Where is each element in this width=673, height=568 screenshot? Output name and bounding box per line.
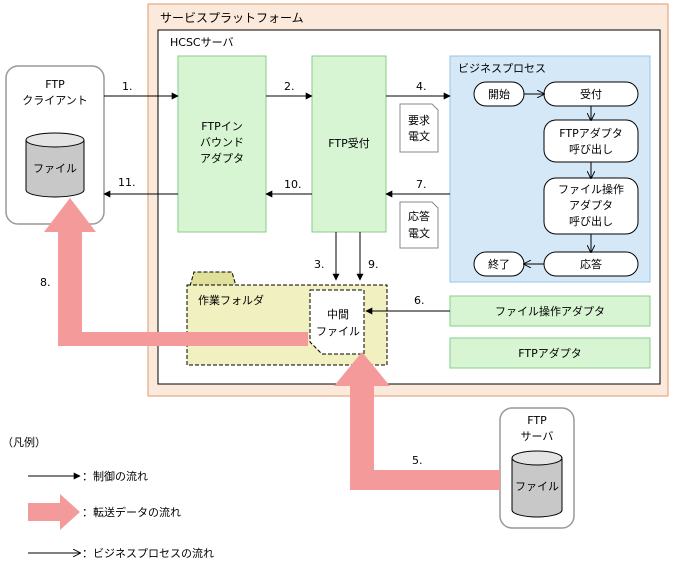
- bp-start-label: 開始: [488, 87, 510, 101]
- legend-title: （凡例）: [2, 435, 46, 449]
- request-document-line1: 要求: [408, 114, 430, 127]
- flow-4-label: 4.: [416, 80, 427, 93]
- ftp-inbound-adapter-line2: バウンド: [200, 136, 244, 149]
- request-document-icon: [399, 103, 439, 153]
- ftp-adapter-box: [449, 337, 651, 369]
- transfer-flow-5-arrow: [334, 352, 500, 490]
- ftp-reception-label: FTP受付: [328, 137, 370, 150]
- legend-transfer-label: ：転送データの流れ: [82, 505, 181, 519]
- ftp-inbound-adapter-line1: FTPイン: [201, 120, 243, 133]
- flow-11-label: 11.: [118, 176, 136, 189]
- ftp-server-line2: サーバ: [521, 430, 554, 443]
- ftp-client-line1: FTP: [45, 78, 65, 91]
- intermediate-file-line2: ファイル: [316, 325, 360, 338]
- flow-7-label: 7.: [416, 178, 427, 191]
- bp-file-op-call-line3: 呼び出し: [569, 214, 613, 228]
- work-folder-tab: [189, 271, 237, 287]
- ftp-inbound-adapter-line3: アダプタ: [200, 151, 244, 165]
- ftp-server-line1: FTP: [527, 414, 547, 427]
- flow-3-label: 3.: [314, 258, 325, 271]
- intermediate-file-line1: 中間: [327, 308, 349, 321]
- bp-ftp-call-line2: 呼び出し: [569, 142, 613, 156]
- bp-receive-label: 受付: [580, 88, 602, 101]
- transfer-flow-8-label: 8.: [40, 276, 51, 289]
- work-folder-title: 作業フォルダ: [198, 293, 264, 307]
- legend-process-label: ：ビジネスプロセスの流れ: [82, 546, 214, 560]
- bp-file-op-call-line1: ファイル操作: [558, 182, 624, 196]
- service-platform-title: サービスプラットフォーム: [160, 11, 304, 25]
- bp-end-label: 終了: [488, 257, 510, 271]
- ftp-server-file-label: ファイル: [515, 480, 559, 493]
- hcsc-server-title: HCSCサーバ: [170, 36, 234, 49]
- bp-file-op-call-line2: アダプタ: [569, 198, 613, 212]
- response-document-line2: 電文: [408, 226, 430, 240]
- legend-control-label: ：制御の流れ: [82, 469, 148, 483]
- file-operation-adapter-box: [449, 295, 651, 327]
- ftp-reception-box: [311, 55, 387, 233]
- response-document-icon: [399, 201, 439, 249]
- ftp-client-file-label: ファイル: [33, 162, 77, 175]
- response-document-line1: 応答: [408, 209, 430, 223]
- transfer-flow-8-arrow: [44, 198, 308, 346]
- file-operation-adapter-label: ファイル操作アダプタ: [495, 304, 605, 318]
- legend-transfer-arrow: [28, 494, 80, 530]
- ftp-client-file-cylinder-icon: [25, 132, 85, 198]
- ftp-adapter-label: FTPアダプタ: [518, 346, 582, 360]
- intermediate-file-icon: [309, 289, 365, 355]
- request-document-line2: 電文: [408, 129, 430, 143]
- flow-1-label: 1.: [122, 80, 133, 93]
- bp-response-label: 応答: [580, 257, 602, 271]
- transfer-flow-5-label: 5.: [412, 454, 423, 467]
- ftp-inbound-adapter-box: [177, 55, 267, 233]
- flow-2-label: 2.: [284, 80, 295, 93]
- flow-9-label: 9.: [368, 258, 379, 271]
- ftp-client-line2: クライアント: [22, 94, 88, 107]
- ftp-server-file-cylinder-icon: [511, 450, 563, 518]
- business-process-title: ビジネスプロセス: [458, 62, 546, 75]
- bp-ftp-call-line1: FTPアダプタ: [559, 126, 623, 140]
- flow-6-label: 6.: [414, 294, 425, 307]
- flow-10-label: 10.: [284, 178, 302, 191]
